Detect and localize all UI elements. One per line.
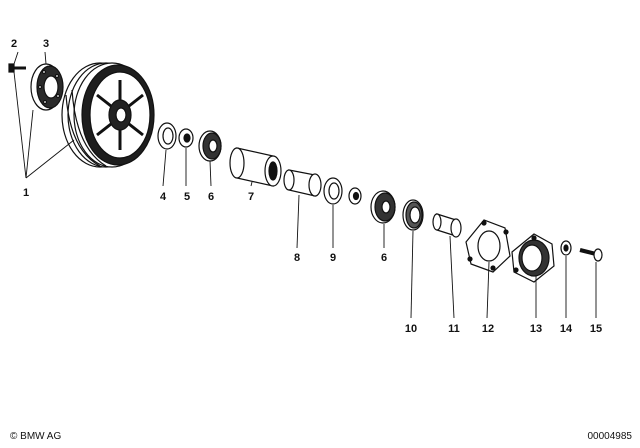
part-14-washer bbox=[560, 240, 572, 256]
callout-3: 3 bbox=[43, 38, 49, 50]
callout-labels: 2 3 1 4 5 6 7 8 9 6 10 11 12 13 14 15 bbox=[11, 38, 602, 335]
callout-10: 10 bbox=[405, 323, 417, 335]
part-3-flange bbox=[30, 63, 64, 111]
callout-12: 12 bbox=[482, 323, 494, 335]
callout-11: 11 bbox=[448, 323, 460, 335]
drawing-number: 00004985 bbox=[587, 431, 633, 442]
part-6-bearing-right bbox=[370, 190, 396, 224]
part-15-bolt bbox=[579, 248, 603, 262]
callout-13: 13 bbox=[530, 323, 542, 335]
callout-4: 4 bbox=[160, 191, 167, 203]
part-13-cover bbox=[511, 233, 555, 283]
callout-6-right: 6 bbox=[381, 252, 387, 264]
copyright-notice: © BMW AG bbox=[10, 431, 62, 442]
part-5-spacer bbox=[178, 128, 194, 148]
part-8-spacer-tube bbox=[283, 169, 322, 197]
part-7-sleeve bbox=[229, 147, 282, 187]
callout-7: 7 bbox=[248, 191, 254, 203]
part-9-ring bbox=[323, 177, 343, 205]
part-2-bolt bbox=[8, 63, 26, 73]
callout-2: 2 bbox=[11, 38, 17, 50]
leader-lines bbox=[13, 51, 597, 319]
part-6-bearing-left bbox=[198, 130, 222, 162]
callout-1: 1 bbox=[23, 187, 29, 199]
callout-5: 5 bbox=[184, 191, 190, 203]
part-11-bush bbox=[432, 213, 462, 238]
callout-8: 8 bbox=[294, 252, 300, 264]
part-12-flange bbox=[465, 219, 511, 273]
part-4-seal bbox=[157, 122, 177, 150]
callout-9: 9 bbox=[330, 252, 336, 264]
callout-15: 15 bbox=[590, 323, 602, 335]
wheel-hub-drum bbox=[61, 62, 155, 168]
small-washer bbox=[348, 187, 362, 205]
callout-6-left: 6 bbox=[208, 191, 214, 203]
part-10-ring bbox=[402, 199, 424, 231]
callout-14: 14 bbox=[560, 323, 573, 335]
